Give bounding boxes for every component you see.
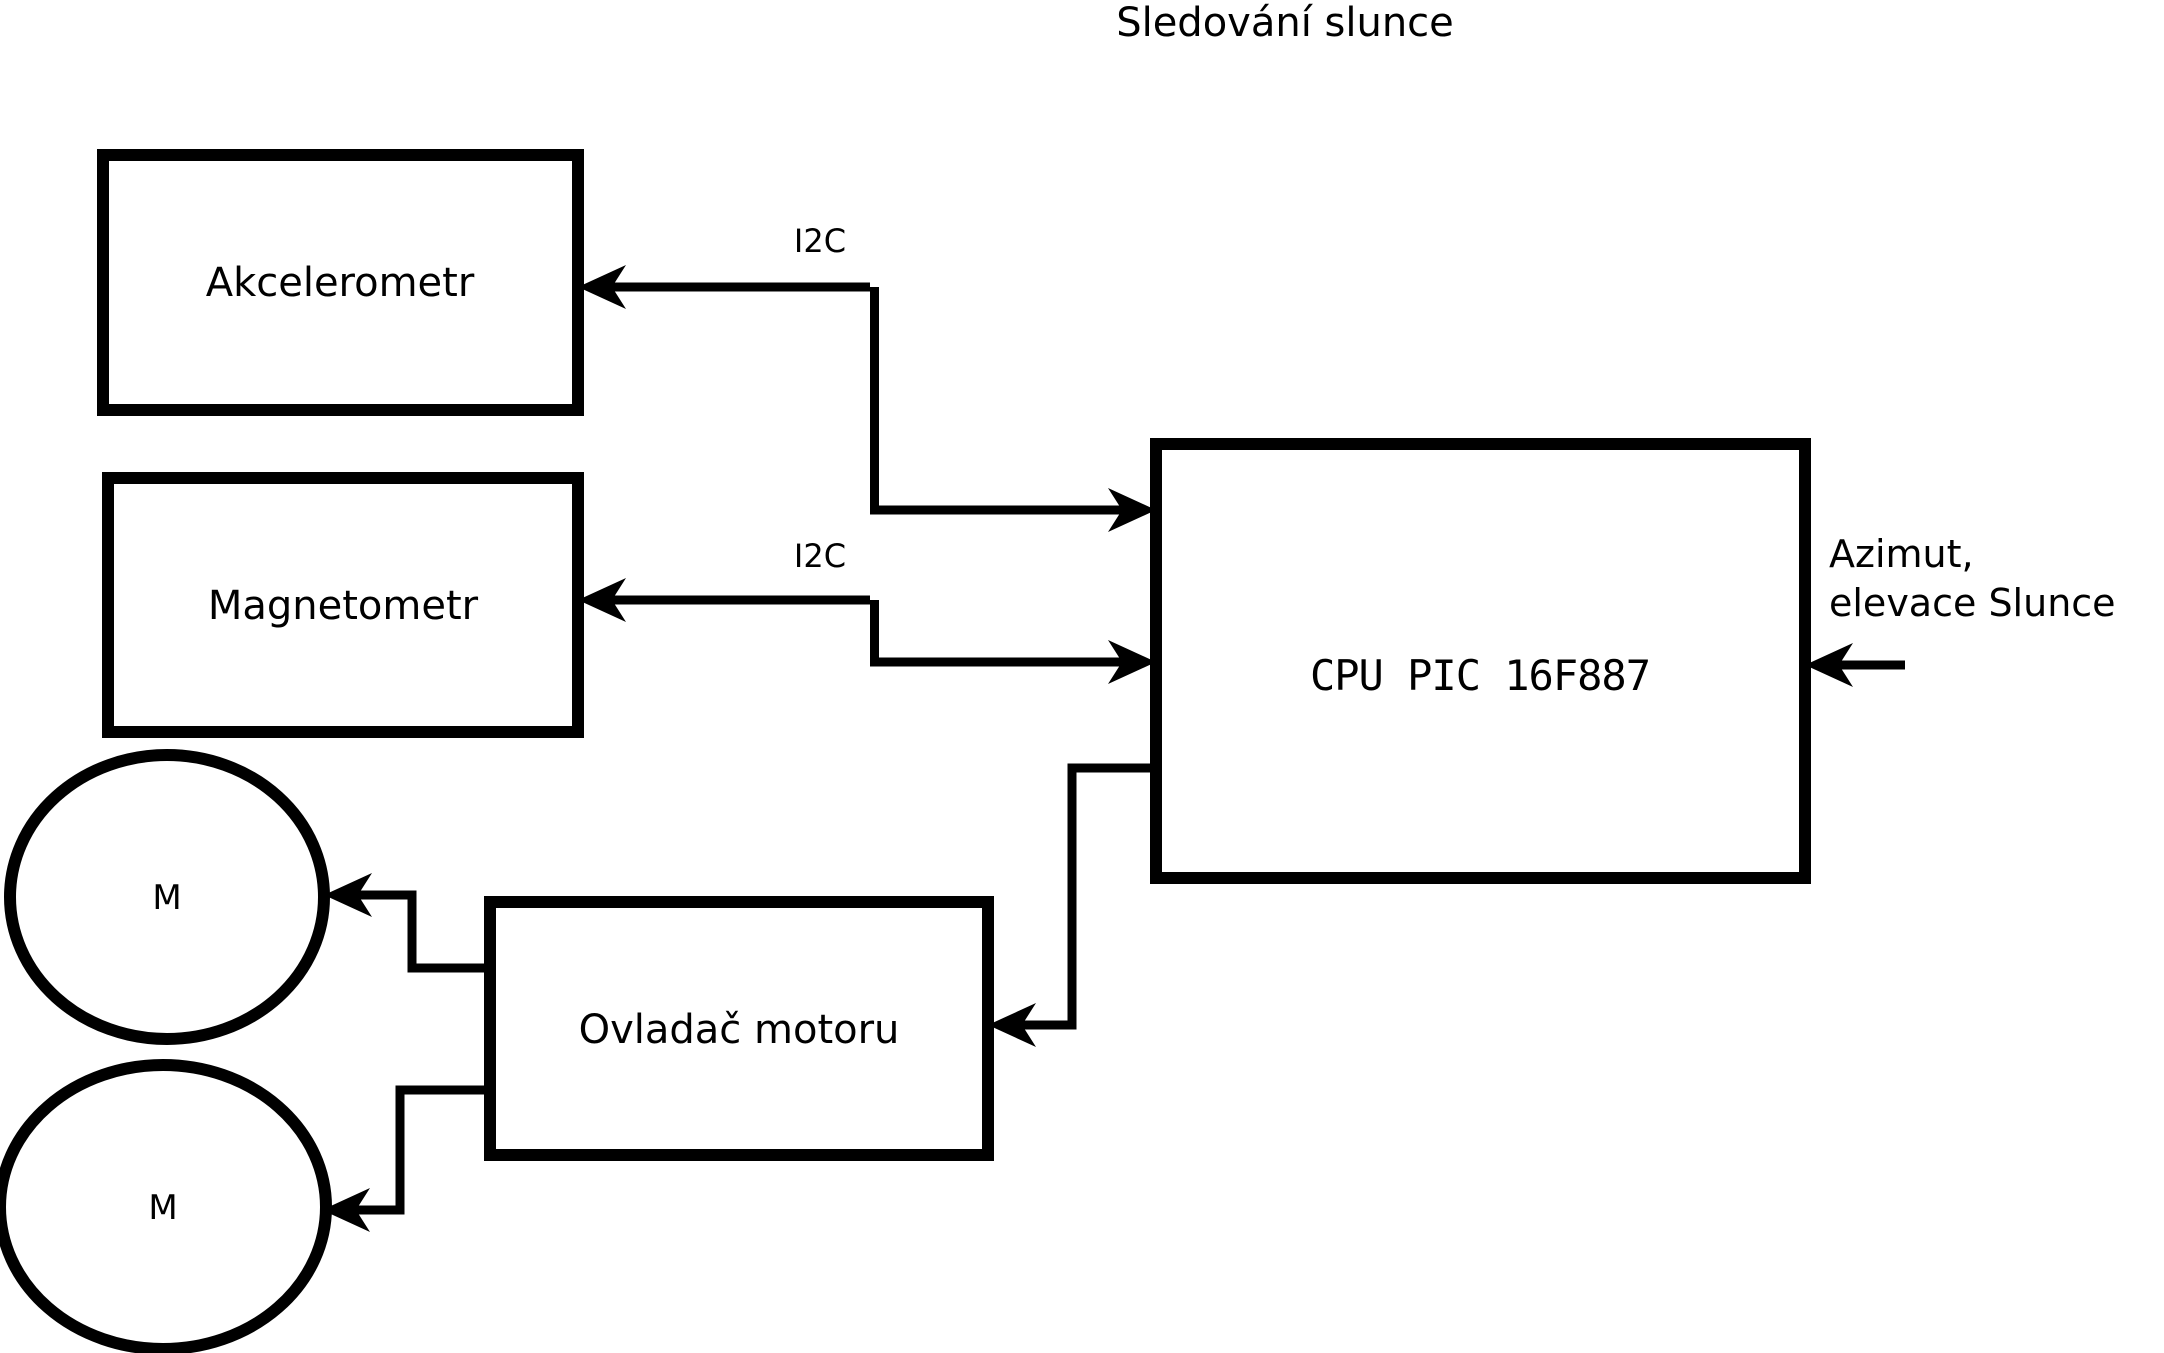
magnetometer-box[interactable]	[102, 472, 584, 738]
block-motor-driver[interactable]: Ovladač motoru	[484, 896, 994, 1161]
wire-segment	[338, 890, 494, 973]
block-motor-top[interactable]: M	[4, 749, 330, 1045]
arrowhead-left-icon	[1805, 643, 1853, 687]
sun-input-annotation: Azimut, elevace Slunce	[1829, 532, 2116, 625]
wire-segment	[336, 1085, 494, 1215]
cpu-box[interactable]	[1150, 438, 1811, 884]
i2c-label-accelerometer: I2C	[794, 222, 846, 260]
accelerometer-label: Akcelerometr	[206, 260, 475, 306]
arrowhead-left-icon	[324, 873, 372, 917]
motor-driver-label: Ovladač motoru	[579, 1007, 900, 1053]
connection-motor-driver-to-motor-bottom	[322, 1085, 494, 1232]
wire-segment	[1002, 763, 1156, 1030]
block-cpu[interactable]: CPU PIC 16F887	[1150, 438, 1811, 884]
block-magnetometer[interactable]: Magnetometr	[102, 472, 584, 738]
motor-top-label: M	[152, 878, 181, 918]
connection-motor-driver-to-motor-top	[324, 873, 494, 973]
motor-top-circle[interactable]	[4, 749, 330, 1045]
connection-cpu-to-magnetometer	[578, 578, 1156, 684]
connection-sun-input-to-cpu	[1805, 643, 1905, 687]
motor-driver-box[interactable]	[484, 896, 994, 1161]
i2c-label-magnetometer: I2C	[794, 537, 846, 575]
block-motor-bottom[interactable]: M	[0, 1059, 332, 1353]
sun-input-label-line1: Azimut,	[1829, 532, 1974, 576]
motor-bottom-label: M	[148, 1188, 177, 1228]
arrowhead-left-icon	[988, 1003, 1036, 1047]
sun-input-label-line2: elevace Slunce	[1829, 581, 2116, 625]
arrowhead-left-icon	[322, 1188, 370, 1232]
accelerometer-box[interactable]	[97, 149, 584, 416]
arrowhead-left-icon	[578, 578, 626, 622]
connection-cpu-to-accelerometer	[578, 265, 1156, 532]
cpu-label: CPU PIC 16F887	[1310, 651, 1650, 700]
page-title: Sledování slunce	[1116, 0, 1454, 46]
magnetometer-label: Magnetometr	[208, 583, 479, 629]
connection-cpu-to-motor-driver	[988, 763, 1156, 1047]
arrowhead-right-icon	[1108, 640, 1156, 684]
arrowhead-left-icon	[578, 265, 626, 309]
arrowhead-right-icon	[1108, 488, 1156, 532]
motor-bottom-circle[interactable]	[0, 1059, 332, 1353]
block-accelerometer[interactable]: Akcelerometr	[97, 149, 584, 416]
